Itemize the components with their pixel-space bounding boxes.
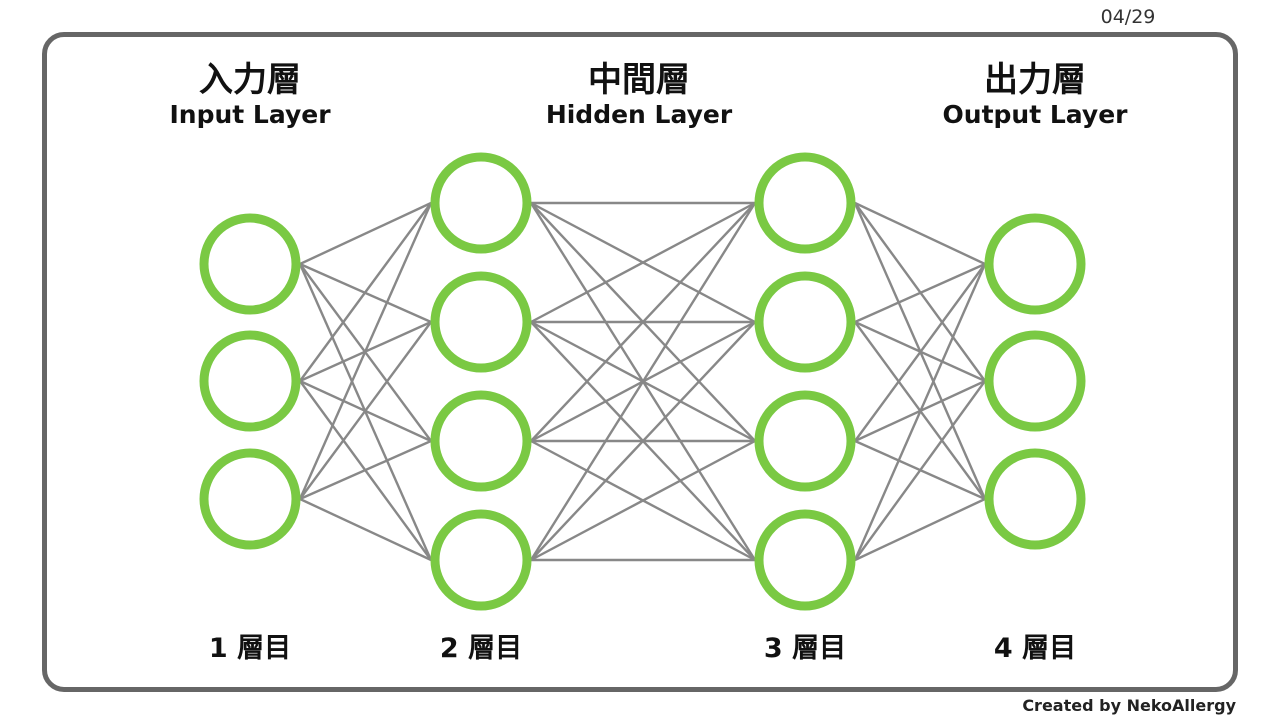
slide-frame: [42, 32, 1238, 692]
nodes: [199, 152, 1086, 611]
connection-3-4-3: [854, 497, 986, 562]
input-layer-title: 入力層 Input Layer: [120, 60, 380, 130]
connection-3-4-1: [853, 263, 987, 561]
node-layer-1-3: [199, 448, 301, 550]
node-layer-1-2: [199, 330, 301, 432]
hidden-layer-title-en: Hidden Layer: [545, 100, 733, 129]
node-layer-4-1: [984, 213, 1086, 315]
node-layer-4-3: [984, 448, 1086, 550]
node-layer-3-4: [754, 509, 856, 611]
connection-2-4-3: [530, 439, 756, 562]
input-layer-title-en: Input Layer: [169, 100, 331, 129]
connection-1-3-1: [298, 202, 433, 500]
connection-3-2-1: [854, 262, 986, 324]
connection-1-3-3: [299, 439, 432, 501]
connection-3-3-1: [854, 263, 986, 442]
connection-1-3-4: [299, 497, 432, 562]
input-layer-title-jp: 入力層: [199, 60, 301, 100]
output-layer-title-en: Output Layer: [942, 100, 1128, 129]
connection-3-1-1: [854, 201, 986, 266]
node-layer-2-4: [430, 509, 532, 611]
hidden-layer-title-jp: 中間層: [588, 60, 690, 100]
connection-1-3-2: [299, 321, 432, 500]
node-layer-3-3: [754, 390, 856, 492]
output-layer-title-jp: 出力層: [984, 60, 1086, 100]
connection-2-2-1: [530, 201, 756, 324]
layer-2-count-label: 2 層目: [439, 633, 523, 664]
output-layer-title: 出力層 Output Layer: [905, 60, 1165, 130]
layer-4-count-label: 4 層目: [993, 633, 1077, 664]
node-layer-2-1: [430, 152, 532, 254]
connection-1-1-1: [299, 201, 432, 266]
connection-1-2-1: [299, 202, 432, 382]
layer-3-count-label: 3 層目: [763, 633, 847, 664]
hidden-layer-title: 中間層 Hidden Layer: [509, 60, 769, 130]
node-layer-3-2: [754, 271, 856, 373]
connections: [298, 201, 987, 562]
connection-3-4-2: [854, 380, 986, 561]
node-layer-4-2: [984, 330, 1086, 432]
layer-1-count-label: 1 層目: [208, 633, 292, 664]
page-number: 04/29: [1100, 6, 1156, 28]
connection-2-4-1: [529, 202, 757, 561]
connection-2-4-2: [530, 321, 756, 561]
node-layer-1-1: [199, 213, 301, 315]
connection-2-3-1: [530, 202, 756, 442]
node-layer-3-1: [754, 152, 856, 254]
node-layer-2-3: [430, 390, 532, 492]
node-layer-2-2: [430, 271, 532, 373]
credit: Created by NekoAllergy: [1022, 696, 1236, 715]
